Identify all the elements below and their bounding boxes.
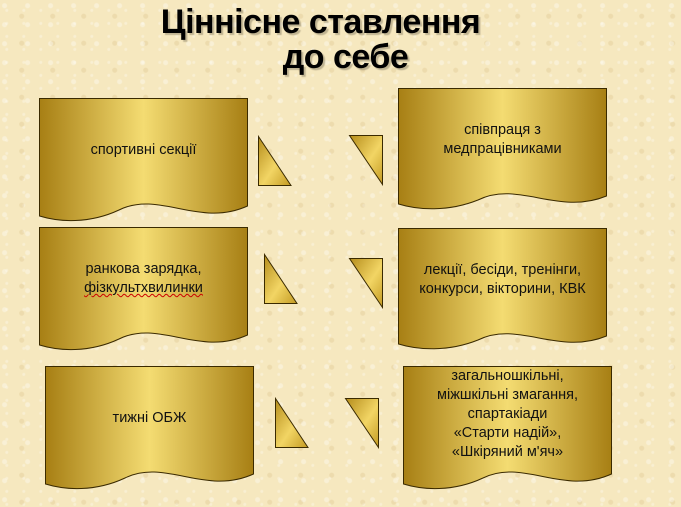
box-text: спортивні секції	[39, 98, 248, 202]
box-line: медпрацівниками	[443, 141, 562, 157]
box-line: тижні ОБЖ	[112, 409, 187, 426]
doc-shape	[39, 227, 248, 351]
box-text: тижні ОБЖ	[45, 366, 254, 470]
doc-shape	[45, 366, 254, 490]
doc-box-morning-exercise: ранкова зарядка, фізкультхвилинки	[39, 227, 248, 353]
doc-shape	[398, 88, 607, 210]
doc-shape	[398, 228, 607, 350]
box-line: лекції, бесіди, тренінги,	[423, 262, 582, 278]
doc-box-competitions: загальношкільні, міжшкільні змагання, сп…	[403, 366, 612, 492]
triangle-right-2	[348, 258, 383, 310]
box-text: загальношкільні, міжшкільні змагання, сп…	[403, 362, 612, 466]
diagram-title: Ціннісне ставлення до себе	[0, 2, 681, 78]
triangle-left-3	[275, 396, 309, 448]
box-line: «Старти надій»,	[453, 424, 562, 441]
title-line-2: до себе	[282, 38, 409, 76]
box-text: ранкова зарядка, фізкультхвилинки	[39, 227, 248, 331]
doc-box-lectures-contests: лекції, бесіди, тренінги, конкурси, вікт…	[398, 228, 607, 352]
box-line: співпраця з	[464, 122, 541, 138]
doc-box-medical-cooperation: співпраця з медпрацівниками	[398, 88, 607, 212]
doc-shape	[403, 366, 612, 490]
box-line: міжшкільні змагання,	[437, 386, 578, 403]
box-line: ранкова зарядка,	[85, 261, 202, 277]
box-line: спартакіади	[467, 405, 548, 422]
triangle-right-3	[344, 398, 379, 450]
triangle-right-1	[348, 135, 383, 187]
box-text: лекції, бесіди, тренінги, конкурси, вікт…	[398, 228, 607, 332]
box-line: фізкультхвилинки	[84, 280, 203, 296]
doc-box-obzh-weeks: тижні ОБЖ	[45, 366, 254, 492]
triangle-left-1	[258, 134, 292, 186]
doc-box-sport-sections: спортивні секції	[39, 98, 248, 224]
title-line-1: Ціннісне ставлення	[160, 3, 481, 41]
box-line: спортивні секції	[90, 141, 197, 158]
box-text: співпраця з медпрацівниками	[398, 88, 607, 192]
box-line: загальношкільні,	[451, 367, 564, 384]
box-line: конкурси, вікторини, КВК	[419, 281, 586, 297]
box-line: «Шкіряний м'яч»	[451, 443, 564, 460]
triangle-left-2	[264, 252, 298, 304]
doc-shape	[39, 98, 248, 222]
